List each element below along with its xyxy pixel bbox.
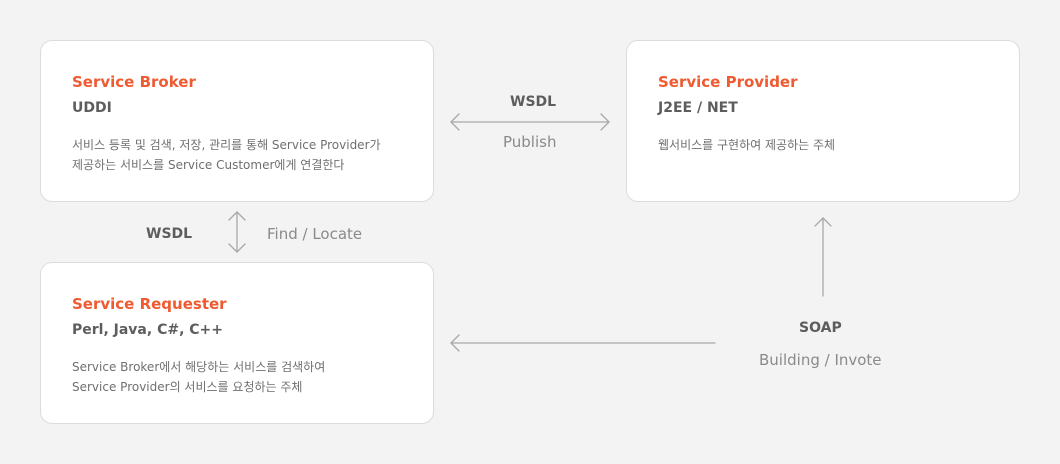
bind-action-label: Building / Invote [759,351,882,369]
soap-up-arrow [814,217,832,297]
service-provider-desc-line1: 웹서비스를 구현하여 제공하는 주체 [658,138,836,152]
service-requester-desc-line2: Service Provider의 서비스를 요청하는 주체 [72,380,303,394]
soap-left-arrow [450,334,716,352]
service-requester-desc-line1: Service Broker에서 해당하는 서비스를 검색하여 [72,360,326,374]
publish-double-arrow [450,113,610,131]
service-requester-subtitle: Perl, Java, C#, C++ [72,322,224,338]
publish-protocol-label: WSDL [510,94,557,110]
service-broker-card: Service Broker UDDI 서비스 등록 및 검색, 저장, 관리를… [40,40,434,202]
find-action-label: Find / Locate [267,225,363,243]
service-broker-subtitle: UDDI [72,100,112,116]
service-provider-card: Service Provider J2EE / NET 웹서비스를 구현하여 제… [626,40,1020,202]
service-provider-title: Service Provider [658,73,798,91]
bind-protocol-label: SOAP [799,320,842,336]
service-requester-title: Service Requester [72,295,227,313]
service-provider-subtitle: J2EE / NET [658,100,738,116]
service-requester-card: Service Requester Perl, Java, C#, C++ Se… [40,262,434,424]
publish-action-label: Publish [503,133,557,151]
find-double-arrow [228,211,246,253]
service-broker-desc-line2: 제공하는 서비스를 Service Customer에게 연결한다 [72,158,345,172]
service-broker-desc-line1: 서비스 등록 및 검색, 저장, 관리를 통해 Service Provider… [72,138,381,152]
service-broker-title: Service Broker [72,73,196,91]
find-protocol-label: WSDL [146,226,193,242]
